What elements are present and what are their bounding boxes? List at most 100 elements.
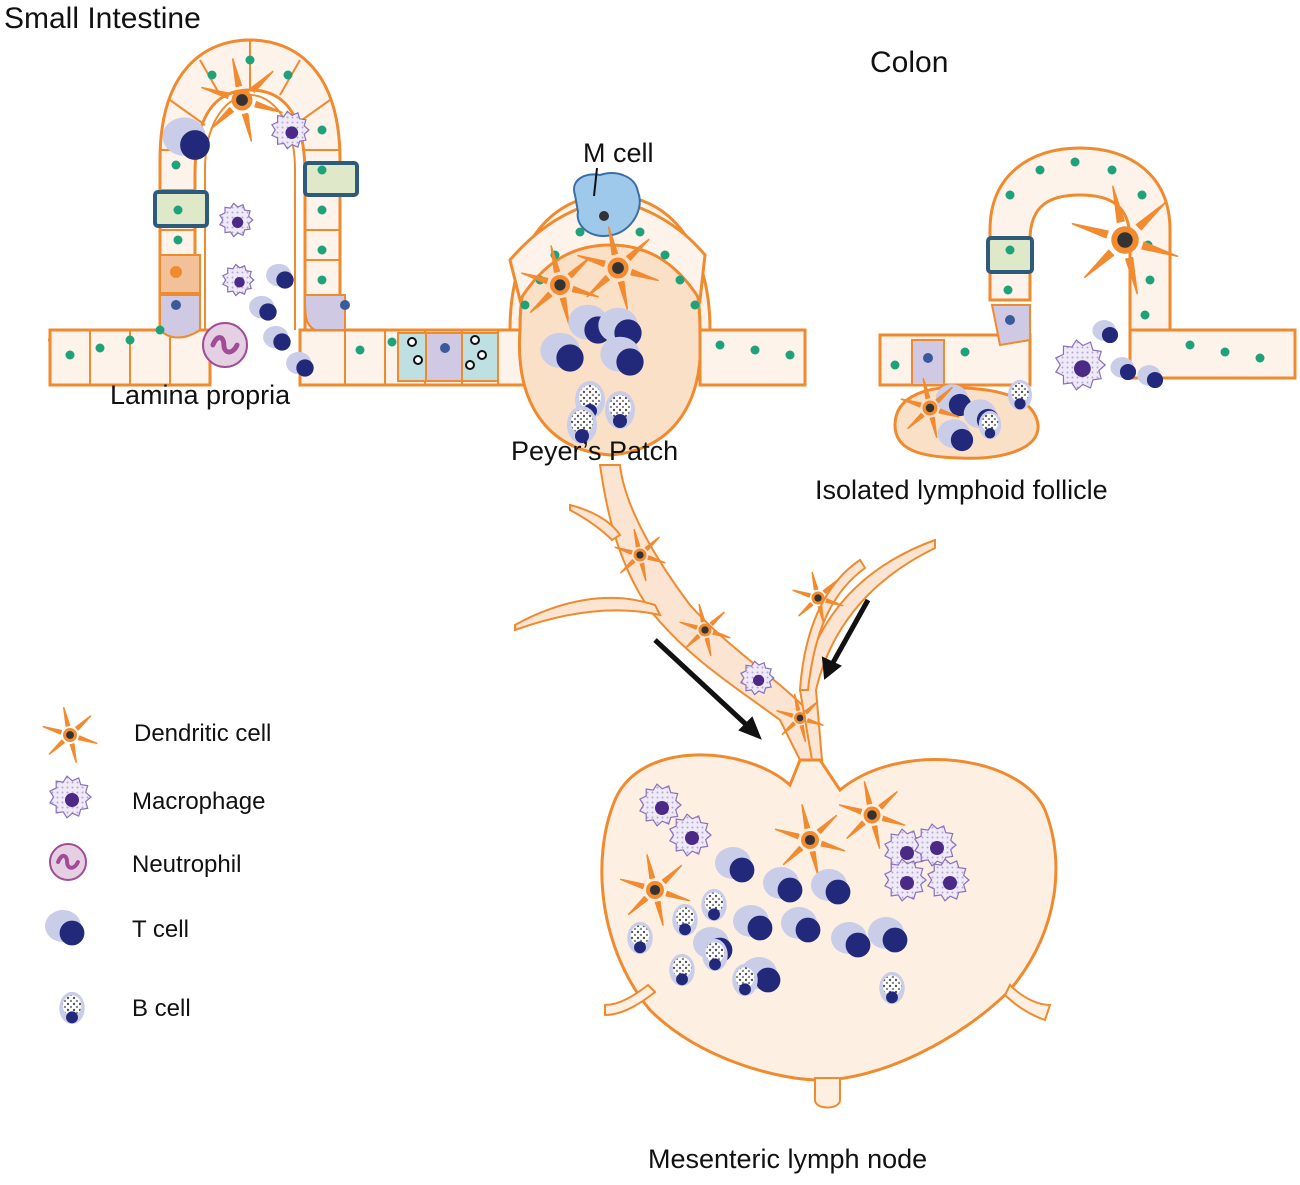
goblet-cell — [303, 161, 359, 197]
dendritic-cell — [776, 693, 824, 743]
epithelial-nucleus — [317, 275, 327, 285]
epithelial-nucleus — [660, 250, 670, 260]
nucleus — [170, 266, 182, 278]
goblet-cell — [986, 236, 1034, 274]
efferent-vessel — [814, 1077, 841, 1109]
granule — [470, 335, 480, 345]
stem-cell — [159, 294, 201, 339]
b-cell — [672, 903, 698, 937]
t-cell — [763, 867, 803, 903]
epithelial-nucleus — [207, 70, 217, 80]
macrophage — [222, 263, 255, 297]
epithelial-nucleus — [317, 165, 327, 175]
immune-cells — [65, 55, 1265, 1005]
t-cell — [45, 910, 85, 946]
b-cell — [978, 410, 1002, 440]
b-cell — [605, 391, 635, 429]
epithelial-nucleus — [1003, 285, 1013, 295]
dendritic-cell — [1071, 185, 1179, 295]
t-cell — [781, 907, 821, 943]
m-cell — [573, 172, 641, 237]
label-mesenteric-lymph-node: Mesenteric lymph node — [648, 1144, 928, 1174]
b-cell — [732, 963, 758, 997]
epithelial-nucleus — [960, 347, 970, 357]
epithelial-nucleus — [1220, 347, 1230, 357]
epithelial-nucleus — [1185, 340, 1195, 350]
epithelial-nucleus — [520, 300, 530, 310]
epithelial-nucleus — [1005, 190, 1015, 200]
b-cell — [567, 406, 597, 444]
dendritic-cell — [42, 706, 98, 764]
epithelial-nucleus — [125, 335, 135, 345]
dendritic-cell — [614, 528, 666, 582]
dendritic-cell — [577, 226, 659, 310]
t-cell — [733, 905, 773, 941]
neutrophil — [202, 322, 248, 368]
t-cell — [600, 336, 644, 376]
macrophage — [740, 660, 775, 696]
macrophage — [219, 202, 254, 238]
label-colon: Colon — [870, 46, 949, 79]
macrophage — [669, 813, 712, 857]
macrophage — [639, 783, 682, 827]
epithelial-nucleus — [95, 343, 105, 353]
granule — [465, 360, 475, 370]
epithelial-nucleus — [690, 300, 700, 310]
granule — [407, 337, 417, 347]
efferent-vessel — [1003, 983, 1052, 1022]
stem-nucleus — [1005, 315, 1015, 325]
macrophage — [914, 823, 957, 867]
granule — [477, 350, 487, 360]
epithelial-nucleus — [1145, 275, 1155, 285]
b-cell — [669, 953, 695, 987]
epithelial-nucleus — [387, 337, 397, 347]
epithelial-nucleus — [785, 350, 795, 360]
t-cell — [1137, 365, 1164, 389]
epithelial-cell — [425, 332, 463, 382]
t-cell — [811, 869, 851, 905]
macrophage — [271, 110, 310, 150]
t-cell — [1110, 357, 1137, 381]
epithelial-nucleus — [173, 205, 183, 215]
b-cell — [879, 971, 905, 1005]
neutrophil — [49, 843, 87, 881]
migration-arrows — [653, 598, 871, 740]
t-cell — [1092, 320, 1119, 344]
t-cell — [831, 922, 871, 958]
epithelial-nucleus — [635, 227, 645, 237]
macrophage — [1054, 339, 1107, 391]
legend-label-macrophage: Macrophage — [132, 788, 266, 815]
label-peyers-patch: Peyer’s Patch — [511, 436, 679, 466]
b-cell — [627, 921, 653, 955]
epithelial-nucleus — [1035, 165, 1045, 175]
epithelial-nucleus — [355, 345, 365, 355]
lymphatic-vessels — [514, 464, 936, 761]
t-cell — [540, 332, 584, 372]
dendritic-cell — [201, 58, 283, 142]
dendritic-cell — [774, 804, 846, 876]
tuft-nucleus — [440, 343, 450, 353]
label-small-intestine: Small Intestine — [4, 2, 201, 35]
dendritic-cell — [679, 603, 731, 657]
epithelial-nucleus — [317, 245, 327, 255]
label-isolated-lymphoid-follicle: Isolated lymphoid follicle — [815, 475, 1108, 505]
epithelial-nucleus — [1137, 190, 1147, 200]
legend-icons — [42, 706, 98, 1025]
macrophage — [49, 775, 92, 819]
epithelial-nucleus — [1140, 310, 1150, 320]
dendritic-cell — [619, 854, 691, 926]
dendritic-cell — [838, 781, 906, 849]
dendritic-cell — [792, 571, 844, 625]
stem-cell — [990, 304, 1031, 347]
t-cell — [249, 295, 277, 321]
epithelial-nucleus — [283, 70, 293, 80]
epithelial-nucleus — [65, 350, 75, 360]
epithelial-nucleus — [675, 275, 685, 285]
m-cell-nucleus — [599, 211, 609, 221]
epithelial-nucleus — [1255, 353, 1265, 363]
stem-nucleus — [923, 353, 933, 363]
legend-label-neutrophil: Neutrophil — [132, 851, 242, 878]
stem-nucleus — [340, 300, 350, 310]
